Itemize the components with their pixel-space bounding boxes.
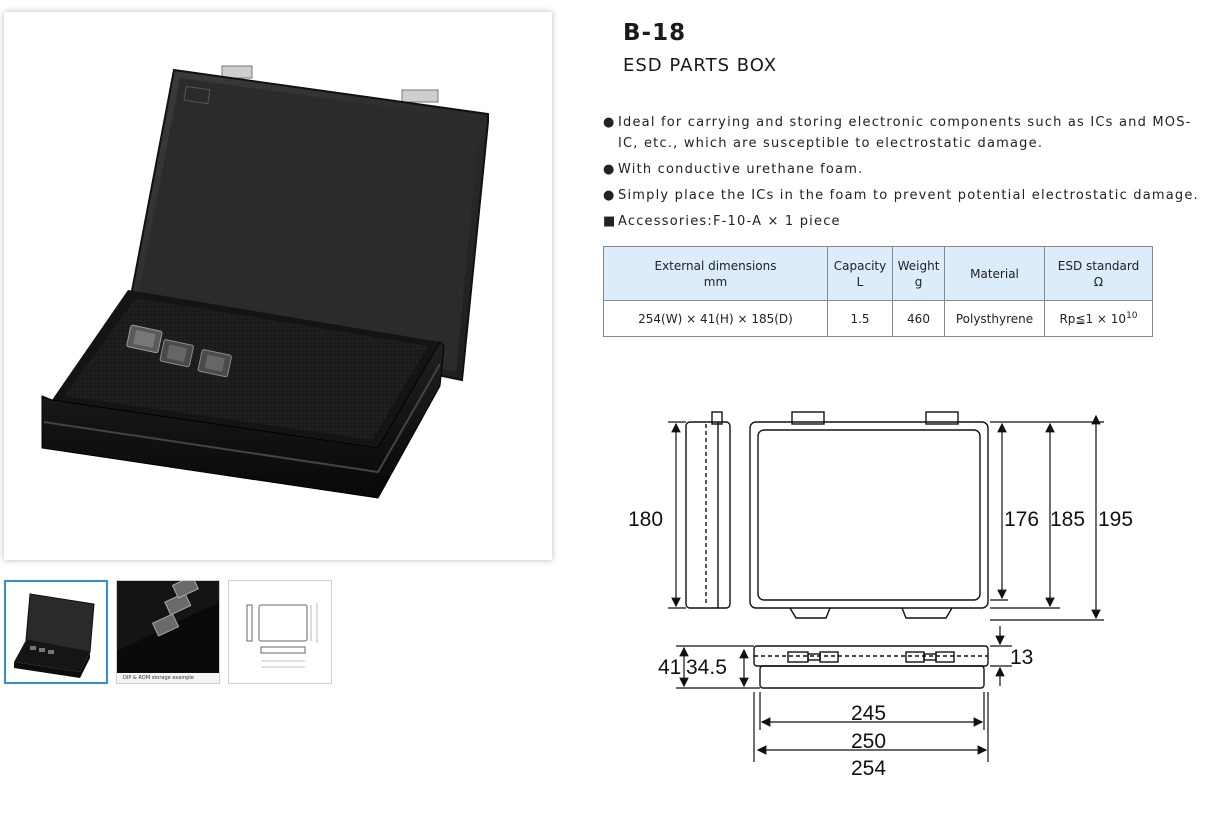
bullet-icon: ●	[603, 115, 616, 130]
feature-item: ●Simply place the ICs in the foam to pre…	[603, 185, 1203, 206]
bullet-icon: ●	[603, 188, 616, 203]
thumbnail-drawing[interactable]	[228, 580, 332, 684]
cell-capacity: 1.5	[827, 300, 893, 337]
bullet-icon: ●	[603, 162, 616, 177]
main-product-image	[4, 12, 552, 560]
thumbnail-product[interactable]	[4, 580, 108, 684]
header-material: Material	[944, 246, 1045, 301]
dimension-drawing: 180 176 185 195 41 34.5 13 245 250 254	[620, 400, 1160, 784]
dim-inner-height: 34.5	[686, 656, 727, 679]
spec-data-row: 254(W) × 41(H) × 185(D) 1.5 460 Polysthy…	[603, 300, 1153, 337]
dim-height: 41	[658, 656, 681, 679]
dim-total-depth: 195	[1098, 508, 1133, 531]
feature-item: ●With conductive urethane foam.	[603, 159, 1203, 180]
thumbnail-strip: DIP & ROM storage example	[4, 580, 332, 684]
cell-dimensions: 254(W) × 41(H) × 185(D)	[603, 300, 828, 337]
dim-width: 254	[851, 757, 886, 780]
cell-esd: Rp≦1 × 1010	[1044, 300, 1153, 337]
cell-material: Polysthyrene	[944, 300, 1045, 337]
product-code: B-18	[623, 20, 687, 46]
square-bullet-icon: ■	[603, 214, 617, 229]
dim-side-height: 180	[628, 508, 663, 531]
thumbnail-storage-example[interactable]: DIP & ROM storage example	[116, 580, 220, 684]
dim-inner-width: 245	[851, 702, 886, 725]
dim-width-mid: 250	[851, 730, 886, 753]
thumbnail-caption: DIP & ROM storage example	[123, 675, 194, 681]
feature-list: ●Ideal for carrying and storing electron…	[603, 112, 1203, 237]
feature-item: ●Ideal for carrying and storing electron…	[603, 112, 1203, 154]
feature-item: ■Accessories:F-10-A × 1 piece	[603, 211, 1203, 232]
dim-inner-depth: 176	[1004, 508, 1039, 531]
cell-weight: 460	[892, 300, 945, 337]
product-name: ESD PARTS BOX	[623, 55, 778, 76]
dim-depth: 185	[1050, 508, 1085, 531]
dim-lid: 13	[1010, 646, 1033, 669]
